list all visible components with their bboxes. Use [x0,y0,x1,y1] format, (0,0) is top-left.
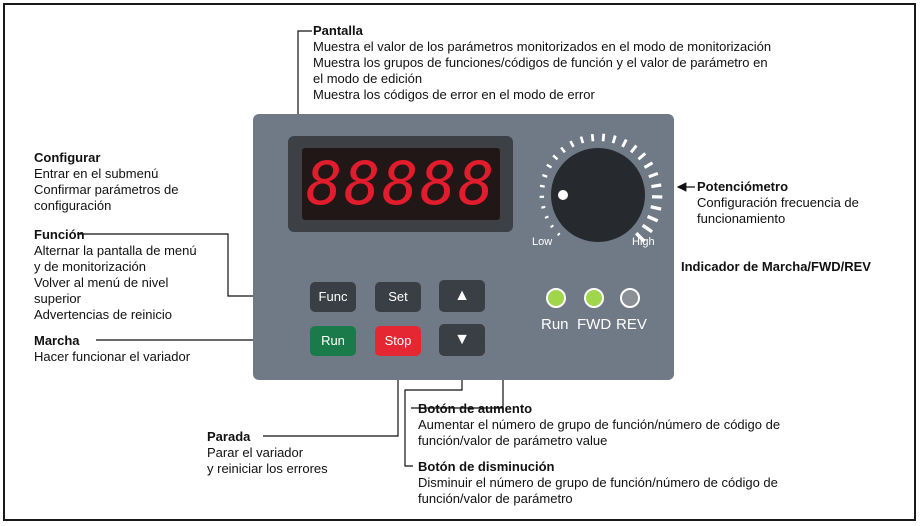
digit-4: 8 [420,149,457,219]
funcion-line: Volver al menú de nivel [34,275,169,290]
knob-tick [541,205,546,209]
disminucion-title: Botón de disminución [418,459,555,474]
callout-marcha: Marcha Hacer funcionar el variador [34,333,190,365]
indicator-run-led [546,288,566,308]
func-button[interactable]: Func [310,282,356,312]
callout-aumento: Botón de aumento Aumentar el número de g… [418,401,780,449]
knob-tick [560,146,566,154]
disminucion-line: función/valor de parámetro [418,491,573,506]
seven-segment-display: 8 8 8 8 8 [302,148,500,220]
callout-disminucion: Botón de disminución Disminuir el número… [418,459,778,507]
potenciometro-title: Potenciómetro [697,179,789,194]
potenciometro-line: funcionamiento [697,211,786,226]
digit-3: 8 [382,149,419,219]
indicator-rev-led [620,288,640,308]
indicator-fwd-label: FWD [577,316,612,333]
knob-tick [641,223,654,234]
callout-indicador: Indicador de Marcha/FWD/REV [681,259,871,275]
down-button[interactable]: ▼ [439,324,485,356]
knob-low-label: Low [532,236,553,248]
knob-tick [651,183,662,189]
funcion-line: Advertencias de reinicio [34,307,173,322]
knob-tick [643,161,654,169]
configurar-title: Configurar [34,150,101,165]
knob-tick [590,133,595,142]
digit-5: 8 [458,149,495,219]
marcha-line: Hacer funcionar el variador [34,349,191,364]
knob-tick [637,152,647,161]
knob-tick [539,184,545,188]
digit-2: 8 [344,149,381,219]
indicator-fwd-led [584,288,604,308]
indicador-title: Indicador de Marcha/FWD/REV [681,259,871,274]
run-button[interactable]: Run [310,326,356,356]
callout-configurar: Configurar Entrar en el submenú Confirma… [34,150,179,214]
callout-pantalla: Pantalla Muestra el valor de los parámet… [313,23,771,103]
indicator-run-label: Run [541,316,569,333]
knob-high-label: High [632,236,655,248]
potentiometer[interactable] [523,128,673,254]
knob-tick [556,232,561,237]
potenciometro-line: Configuración frecuencia de [697,195,859,210]
stop-button[interactable]: Stop [375,326,421,356]
knob-tick [629,144,638,154]
knob-tick [611,135,617,144]
funcion-line: superior [34,291,81,306]
knob-tick [579,136,585,144]
pantalla-line: Muestra los grupos de funciones/códigos … [313,55,768,70]
up-button[interactable]: ▲ [439,280,485,312]
pantalla-line: Muestra el valor de los parámetros monit… [313,39,772,54]
parada-title: Parada [207,429,251,444]
indicator-rev-label: REV [616,316,647,333]
knob-tick [648,171,659,179]
aumento-line: función/valor de parámetro value [418,433,608,448]
knob-tick [552,154,559,161]
knob-tick [646,214,659,223]
pantalla-title: Pantalla [313,23,363,38]
funcion-line: y de monitorización [34,259,146,274]
parada-line: Parar el variador [207,445,304,460]
knob-tick [549,224,554,229]
line-parada [263,360,403,437]
line-disminucion [404,360,467,467]
knob-tick [634,231,646,243]
knob-tick [621,138,628,148]
line-pantalla [293,30,312,128]
digit-1: 8 [306,149,343,219]
knob-tick [544,215,549,219]
knob-tick [650,205,662,211]
knob-tick [569,140,575,148]
aumento-title: Botón de aumento [418,401,533,416]
funcion-title: Función [34,227,85,242]
aumento-line: Aumentar el número de grupo de función/n… [418,417,781,432]
callout-potenciometro: Potenciómetro Configuración frecuencia d… [697,179,859,227]
parada-line: y reiniciar los errores [207,461,328,476]
callout-parada: Parada Parar el variador y reiniciar los… [207,429,328,477]
pantalla-line: el modo de edición [313,71,423,86]
pantalla-line: Muestra los códigos de error en el modo … [313,87,595,102]
callout-funcion: Función Alternar la pantalla de menú y d… [34,227,197,323]
marcha-title: Marcha [34,333,80,348]
knob-tick [601,133,606,142]
configurar-line: Entrar en el submenú [34,166,159,181]
configurar-line: Confirmar parámetros de [34,182,179,197]
knob-tick [541,173,548,178]
knob-tick [546,163,553,169]
set-button[interactable]: Set [375,282,421,312]
configurar-line: configuración [34,198,112,213]
funcion-line: Alternar la pantalla de menú [34,243,197,258]
disminucion-line: Disminuir el número de grupo de función/… [418,475,778,490]
knob-indicator-dot [558,190,568,200]
